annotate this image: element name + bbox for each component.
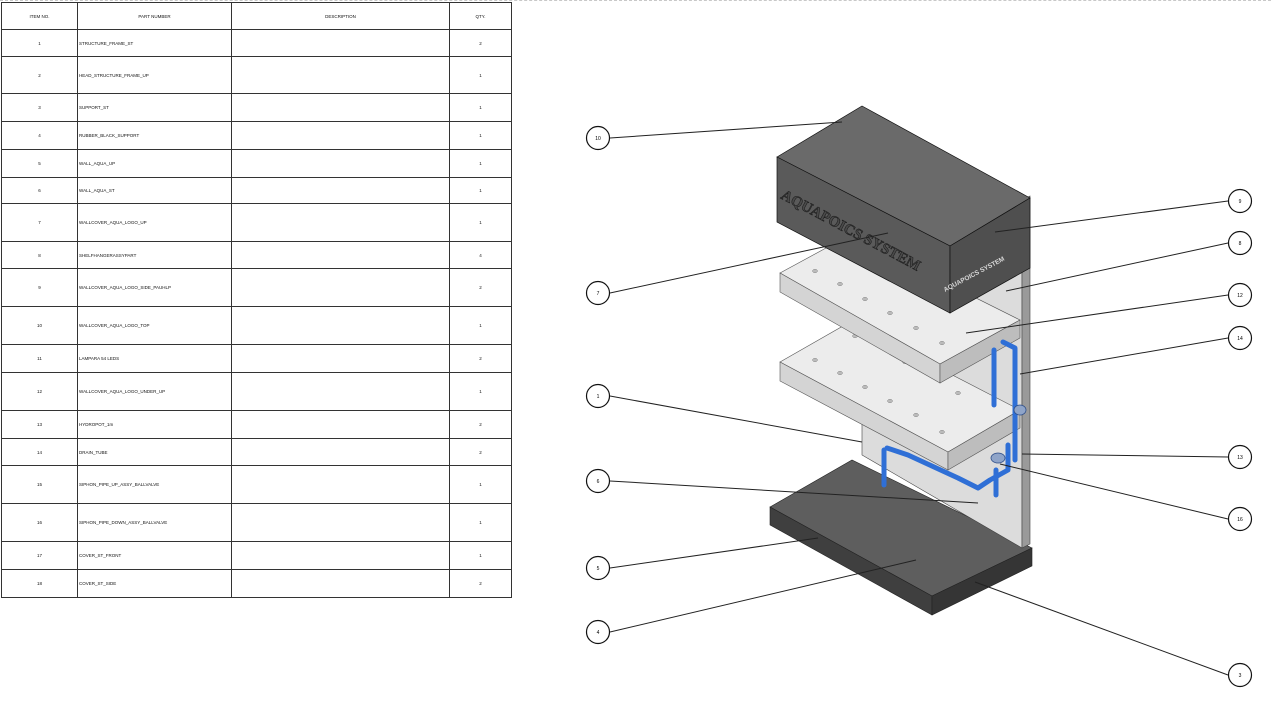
- callout-number: 9: [1239, 199, 1242, 205]
- bom-qty: 4: [449, 241, 512, 269]
- callout-balloon: [1227, 188, 1253, 214]
- bom-description: [231, 569, 450, 598]
- callout-number: 5: [597, 566, 600, 572]
- bom-qty: 1: [449, 465, 512, 504]
- callout-balloon: [585, 125, 611, 151]
- bom-description: [231, 177, 450, 204]
- lower-hydropot-shelf-side: [947, 409, 1021, 471]
- bom-item-no: 1: [1, 29, 78, 57]
- bom-header-row: ITEM NO. PART NUMBER DESCRIPTION QTY.: [1, 2, 512, 30]
- bom-item-no: 13: [1, 410, 78, 439]
- callout-number: 13: [1237, 455, 1243, 461]
- callout-number: 3: [1239, 673, 1242, 679]
- callout-balloon: [585, 280, 611, 306]
- bom-description: [231, 344, 450, 373]
- bom-item-no: 3: [1, 93, 78, 122]
- bom-qty: 1: [449, 177, 512, 204]
- bom-part-number: LAMPARA 54 LEDS: [77, 344, 232, 373]
- callout-balloon: [585, 383, 611, 409]
- bom-part-number: WALLCOVER_AQUA_LOGO_TOP: [77, 306, 232, 345]
- callout-number: 1: [597, 394, 600, 400]
- callout-balloon: [585, 619, 611, 645]
- callout-balloon: [1227, 662, 1253, 688]
- callout-number: 14: [1237, 336, 1243, 342]
- callout-number: 12: [1237, 293, 1243, 299]
- bom-qty: 1: [449, 503, 512, 542]
- callout-number: 4: [597, 630, 600, 636]
- bom-part-number: WALL_AQUA_ST: [77, 177, 232, 204]
- bom-qty: 2: [449, 410, 512, 439]
- upper-shelf-holes: [812, 269, 945, 345]
- bom-qty: 1: [449, 121, 512, 150]
- bom-description: [231, 372, 450, 411]
- bom-qty: 1: [449, 372, 512, 411]
- callout-balloon: [585, 555, 611, 581]
- bom-description: [231, 306, 450, 345]
- sheet-border: [0, 0, 1271, 2]
- bom-part-number: COVER_ST_SIDE: [77, 569, 232, 598]
- bom-item-no: 7: [1, 203, 78, 242]
- bom-description: [231, 93, 450, 122]
- bom-item-no: 11: [1, 344, 78, 373]
- header-description: DESCRIPTION: [231, 2, 450, 30]
- bom-description: [231, 465, 450, 504]
- header-part-number: PART NUMBER: [77, 2, 232, 30]
- bom-qty: 1: [449, 56, 512, 94]
- callout-number: 16: [1237, 517, 1243, 523]
- upper-hydropot-shelf-side: [939, 319, 1021, 384]
- header-qty: QTY.: [449, 2, 512, 30]
- bom-item-no: 5: [1, 149, 78, 178]
- bom-qty: 1: [449, 306, 512, 345]
- bom-item-no: 9: [1, 268, 78, 307]
- bom-qty: 1: [449, 541, 512, 570]
- callout-number: 10: [595, 136, 601, 142]
- bom-description: [231, 410, 450, 439]
- bom-qty: 1: [449, 149, 512, 178]
- bom-item-no: 10: [1, 306, 78, 345]
- bom-qty: 2: [449, 438, 512, 466]
- bom-item-no: 14: [1, 438, 78, 466]
- bom-item-no: 6: [1, 177, 78, 204]
- bom-qty: 2: [449, 569, 512, 598]
- logo-box-side: [949, 197, 1031, 314]
- bom-part-number: HEAD_STRUCTURE_FRAME_UP: [77, 56, 232, 94]
- callout-number: 7: [597, 291, 600, 297]
- callout-balloon: [1227, 230, 1253, 256]
- bom-description: [231, 149, 450, 178]
- bom-part-number: DRAIN_TUBE: [77, 438, 232, 466]
- callout-balloon: [1227, 444, 1253, 470]
- ball-valves: [990, 404, 1027, 464]
- bom-item-no: 18: [1, 569, 78, 598]
- leader-lines: [609, 121, 1229, 676]
- bom-item-no: 15: [1, 465, 78, 504]
- siphon-pipes: [881, 339, 1018, 498]
- callout-number: 8: [1239, 241, 1242, 247]
- base-support-side: [931, 547, 1033, 616]
- bom-part-number: RUBBER_BLACK_SUPPORT: [77, 121, 232, 150]
- callout-balloon: [1227, 506, 1253, 532]
- callout-balloon: [585, 468, 611, 494]
- callout-balloon: [1227, 325, 1253, 351]
- callout-number: 6: [597, 479, 600, 485]
- callout-balloon: [1227, 282, 1253, 308]
- bom-description: [231, 203, 450, 242]
